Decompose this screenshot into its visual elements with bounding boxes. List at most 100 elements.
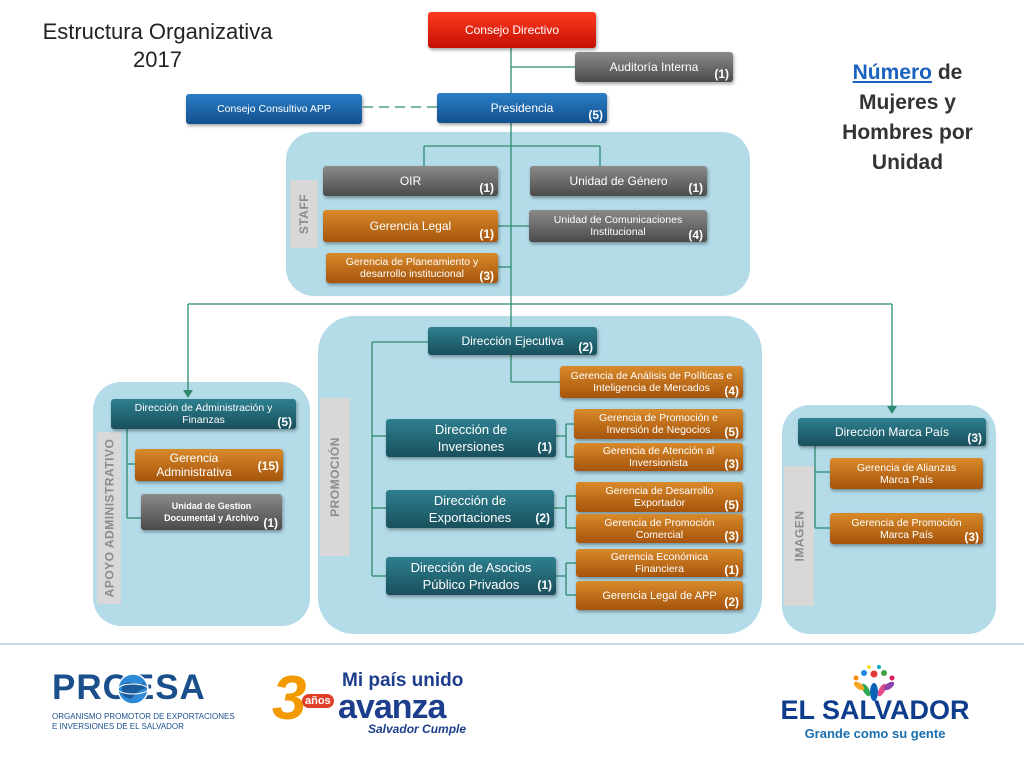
node-count: (1) [537, 440, 552, 454]
apoyo-tab: APOYO ADMINISTRATIVO [97, 432, 121, 604]
node-unidad-comunicaciones: Unidad de Comunicaciones Institucional (4… [529, 210, 707, 242]
node-count: (4) [688, 228, 703, 242]
node-direccion-exportaciones: Dirección de Exportaciones (2) [386, 490, 554, 528]
node-label: Consejo Consultivo APP [217, 103, 331, 115]
node-label: Gerencia de Promoción Comercial [604, 516, 715, 541]
chart-title: Estructura Organizativa 2017 [30, 18, 285, 74]
node-label: Dirección de Administración y Finanzas [134, 402, 273, 426]
node-count: (1) [537, 578, 552, 592]
node-direccion-inversiones: Dirección de Inversiones (1) [386, 419, 556, 457]
side-title-line2: Mujeres y [859, 91, 956, 114]
proesa-subtitle-2: E INVERSIONES DE EL SALVADOR [52, 722, 184, 731]
side-title-rest: de [932, 61, 963, 84]
node-label: Dirección de Exportaciones [428, 493, 512, 525]
node-count: (4) [724, 384, 739, 398]
node-count: (1) [263, 516, 278, 530]
node-label: Dirección de Asocios Público Privados [410, 560, 532, 592]
node-gerencia-promocion-marca: Gerencia de Promoción Marca País(3) [830, 513, 983, 544]
node-label: Dirección de Inversiones [434, 422, 508, 454]
node-label: Unidad de Comunicaciones Institucional [553, 214, 683, 238]
node-direccion-admin: Dirección de Administración y Finanzas (5… [111, 399, 296, 429]
node-gerencia-atencion: Gerencia de Atención al Inversionista (3) [574, 443, 743, 471]
chart-title-line2: 2017 [133, 47, 182, 72]
node-label: Gerencia Legal de APP [602, 589, 717, 602]
node-count: (5) [277, 415, 292, 429]
campaign-tagline: Salvador Cumple [368, 722, 467, 736]
node-label: Gerencia Legal [369, 219, 452, 233]
side-title-line4: Unidad [871, 151, 944, 174]
imagen-tab: IMAGEN [784, 466, 814, 606]
el-salvador-name: EL SALVADOR [780, 695, 970, 725]
campaign-line1: Mi país unido [342, 670, 464, 691]
node-gerencia-legal-app: Gerencia Legal de APP (2) [576, 581, 743, 610]
node-label: Gerencia de Promoción Marca País [851, 516, 962, 541]
node-count: (3) [964, 530, 979, 544]
node-count: (5) [724, 425, 739, 439]
node-gerencia-economica: Gerencia Económica Financiera (1) [576, 549, 743, 577]
node-presidencia: Presidencia (5) [437, 93, 607, 123]
node-label: Gerencia de Promoción e Inversión de Neg… [598, 412, 719, 436]
campaign-years: años [302, 694, 334, 708]
node-label: Gerencia de Desarrollo Exportador [605, 485, 714, 509]
node-unidad-genero: Unidad de Género (1) [530, 166, 707, 196]
node-count: (3) [724, 529, 739, 543]
node-oir: OIR (1) [323, 166, 498, 196]
node-count: (3) [479, 269, 494, 283]
node-label: Gerencia Económica Financiera [610, 551, 709, 575]
node-count: (5) [588, 108, 603, 122]
node-count: (2) [724, 595, 739, 609]
node-label: OIR [399, 174, 422, 188]
staff-tab: STAFF [290, 180, 318, 248]
node-gerencia-promocion-comercial: Gerencia de Promoción Comercial (3) [576, 514, 743, 543]
node-label: Dirección Marca País [834, 425, 950, 439]
node-direccion-asocios: Dirección de Asocios Público Privados (1) [386, 557, 556, 595]
node-count: (3) [967, 431, 982, 445]
node-count: (5) [724, 498, 739, 512]
proesa-subtitle-1: ORGANISMO PROMOTOR DE EXPORTACIONES [52, 712, 235, 721]
campaign-number: 3 [272, 664, 307, 733]
promocion-tab: PROMOCIÓN [320, 398, 350, 556]
node-label: Presidencia [490, 101, 554, 115]
node-direccion-ejecutiva: Dirección Ejecutiva(2) [428, 327, 597, 355]
node-gerencia-desarrollo-exportador: Gerencia de Desarrollo Exportador (5) [576, 482, 743, 512]
node-count: (3) [724, 457, 739, 471]
node-unidad-gestion: Unidad de Gestion Documental y Archivo (1… [141, 494, 282, 530]
node-consejo-directivo: Consejo Directivo [428, 12, 596, 48]
node-gerencia-promocion-inversion: Gerencia de Promoción e Inversión de Neg… [574, 409, 743, 439]
node-label: Consejo Directivo [464, 23, 560, 37]
node-gerencia-alianzas: Gerencia de Alianzas Marca País [830, 458, 983, 489]
node-gerencia-analisis: Gerencia de Análisis de Políticas e Inte… [560, 366, 743, 398]
node-count: (15) [257, 459, 279, 473]
node-label: Unidad de Gestion Documental y Archivo [164, 501, 259, 523]
node-count: (1) [724, 563, 739, 577]
node-label: Gerencia de Planeamiento y desarrollo in… [345, 256, 479, 280]
node-label: Gerencia de Análisis de Políticas e Inte… [570, 370, 733, 394]
node-label: Auditoría Interna [609, 60, 699, 74]
node-count: (1) [714, 67, 729, 81]
node-count: (1) [688, 181, 703, 195]
globe-icon [117, 673, 149, 705]
node-count: (1) [479, 227, 494, 241]
node-gerencia-planeamiento: Gerencia de Planeamiento y desarrollo in… [326, 253, 498, 283]
node-label: Gerencia de Atención al Inversionista [602, 445, 715, 469]
node-consejo-consultivo: Consejo Consultivo APP [186, 94, 362, 124]
node-label: Dirección Ejecutiva [461, 334, 564, 348]
node-label: Gerencia Administrativa [156, 451, 232, 479]
el-salvador-logo: EL SALVADOR Grande como su gente [770, 664, 980, 744]
campaign-logo: 3 años Mi país unido avanza Salvador Cum… [272, 666, 472, 746]
node-auditoria: Auditoría Interna (1) [575, 52, 733, 82]
node-count: (2) [535, 511, 550, 525]
node-label: Unidad de Género [569, 174, 668, 188]
chart-title-line1: Estructura Organizativa [42, 19, 273, 44]
node-count: (1) [479, 181, 494, 195]
el-salvador-tagline: Grande como su gente [804, 726, 946, 741]
campaign-line2: avanza [338, 688, 446, 726]
side-title: Número de Mujeres y Hombres por Unidad [815, 58, 1000, 178]
node-gerencia-administrativa: Gerencia Administrativa (15) [135, 449, 283, 481]
side-title-underlined: Número [852, 61, 932, 84]
node-label: Gerencia de Alianzas Marca País [856, 461, 957, 486]
proesa-logo: PROESA ORGANISMO PROMOTOR DE EXPORTACION… [52, 668, 235, 738]
flower-emblem-icon [853, 665, 895, 701]
node-gerencia-legal: Gerencia Legal (1) [323, 210, 498, 242]
